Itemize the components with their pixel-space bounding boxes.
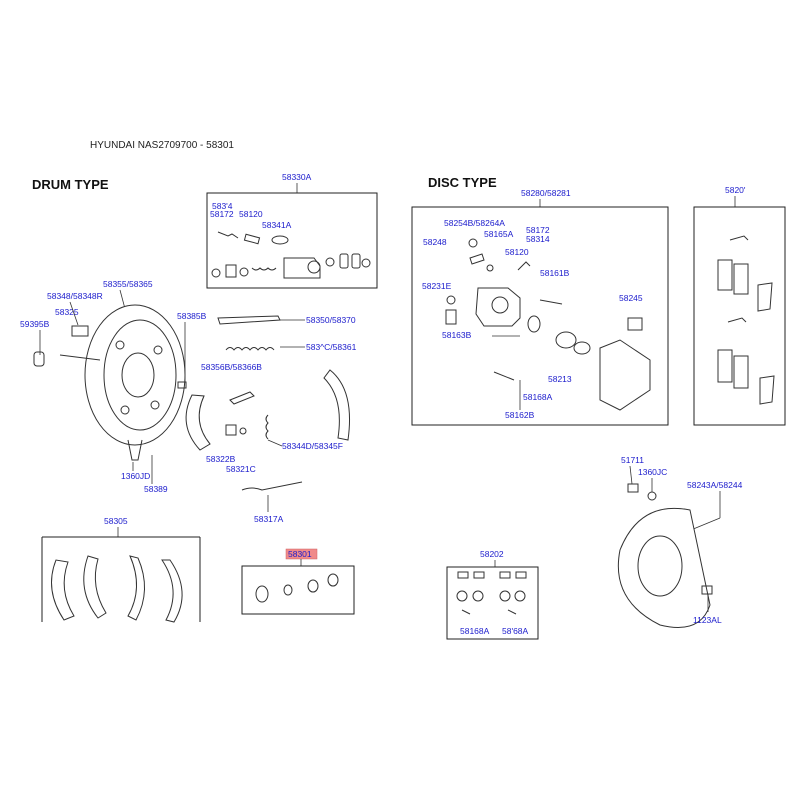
strut: [241, 481, 303, 491]
highlight-58301: [285, 548, 318, 560]
brake-pads: [717, 235, 775, 405]
part-label-58120b[interactable]: 58120: [505, 247, 529, 257]
lever: [229, 391, 255, 405]
part-label-58254b[interactable]: 58254B/58264A: [444, 218, 505, 228]
part-label-58280[interactable]: 58280/58281: [521, 188, 571, 198]
part-label-58366b[interactable]: 58356B/58366B: [201, 362, 262, 372]
disc-type-heading: DISC TYPE: [428, 175, 497, 190]
part-label-58314b[interactable]: 58314: [526, 234, 550, 244]
part-label-58162b[interactable]: 58162B: [505, 410, 535, 420]
shoe-set-bracket: [41, 536, 201, 622]
part-label-58361[interactable]: 583^C/58361: [306, 342, 357, 352]
part-label-58321c[interactable]: 58321C: [226, 464, 256, 474]
part-label-51711[interactable]: 51711: [621, 455, 644, 465]
repair-kit-box-58301: [241, 565, 355, 615]
part-label-58348[interactable]: 58348/58348R: [47, 291, 103, 301]
part-label-58355[interactable]: 58355/58365: [103, 279, 153, 289]
part-label-58243a[interactable]: 58243A/58244: [687, 480, 743, 490]
dust-shield: [617, 507, 711, 628]
part-label-58385b[interactable]: 58385B: [177, 311, 207, 321]
part-label-58172b[interactable]: 58172: [526, 225, 550, 235]
part-label-1123al[interactable]: 1123AL: [693, 615, 722, 625]
part-label-58165a[interactable]: 58165A: [484, 229, 514, 239]
part-label-58161b[interactable]: 58161B: [540, 268, 570, 278]
part-label-58341a[interactable]: 58341A: [262, 220, 292, 230]
wheel-cylinder-kit-box: [206, 192, 378, 289]
part-label-58172[interactable]: 58172: [210, 209, 234, 219]
part-label-58168a-a[interactable]: 58168A: [460, 626, 490, 636]
part-label-58344d[interactable]: 58344D/58345F: [282, 441, 343, 451]
brake-shoe-right: [323, 369, 351, 441]
part-label-58325[interactable]: 58325: [55, 307, 79, 317]
part-label-58389[interactable]: 58389: [144, 484, 168, 494]
part-label-58213[interactable]: 58213: [548, 374, 572, 384]
part-label-58202[interactable]: 58202: [480, 549, 504, 559]
adjuster-bar: [217, 315, 281, 325]
drum-type-heading: DRUM TYPE: [32, 177, 109, 192]
part-label-58163b[interactable]: 58163B: [442, 330, 472, 340]
brake-shoe-set: [51, 555, 183, 623]
backing-plate: [33, 304, 186, 461]
part-label-58301[interactable]: 58301: [288, 549, 312, 559]
caliper-assembly-box: [411, 206, 669, 426]
part-label-58168a-c[interactable]: 58168A: [523, 392, 553, 402]
return-spring: [225, 347, 275, 351]
part-label-1360jc[interactable]: 1360JC: [638, 467, 667, 477]
part-label-58317a[interactable]: 58317A: [254, 514, 284, 524]
part-label-58350[interactable]: 58350/58370: [306, 315, 356, 325]
part-label-58322b[interactable]: 58322B: [206, 454, 236, 464]
brake-shoe-left: [185, 394, 211, 451]
part-label-1360jd[interactable]: 1360JD: [121, 471, 150, 481]
part-label-58305[interactable]: 58305: [104, 516, 128, 526]
part-label-58248[interactable]: 58248: [423, 237, 447, 247]
part-label-58168a-b[interactable]: 58'68A: [502, 626, 529, 636]
pad-kit-parts: [456, 571, 527, 615]
pad-kit-box-58202: [446, 566, 539, 640]
part-label-58120[interactable]: 58120: [239, 209, 263, 219]
caliper-parts: [445, 238, 651, 411]
repair-kit-parts: [255, 573, 339, 603]
wheel-cylinder-parts: [211, 231, 371, 279]
part-label-58245[interactable]: 58245: [619, 293, 643, 303]
part-label-58231e[interactable]: 58231E: [422, 281, 452, 291]
part-label-5820[interactable]: 5820': [725, 185, 746, 195]
page-title: HYUNDAI NAS2709700 - 58301: [90, 140, 234, 151]
part-label-59395b[interactable]: 59395B: [20, 319, 50, 329]
part-label-58314[interactable]: 583'4: [212, 201, 233, 211]
brake-pad-box: [693, 206, 786, 426]
part-label-58330a[interactable]: 58330A: [282, 172, 312, 182]
